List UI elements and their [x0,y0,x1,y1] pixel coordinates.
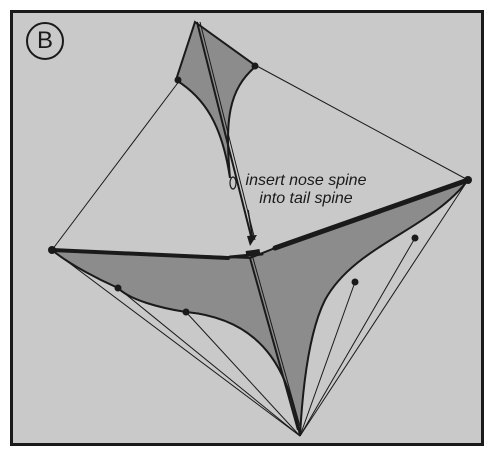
node-nose-left [174,76,182,84]
bridle-line-nose-right [254,64,469,181]
node-right-tip [464,176,472,184]
bridle-line-right-tip [299,179,469,437]
leading-edge-right [272,177,471,251]
node-left-tip [48,246,56,254]
bridle-line-nose-left [51,79,181,251]
node-trailing-2 [182,308,190,316]
node-trailing-3 [351,278,359,286]
annotation-line-1: insert nose spine [245,172,367,189]
spine-ring [229,176,237,190]
bridle-line-2 [185,311,301,437]
nose-spine [196,21,253,241]
panel-label: B [26,22,64,60]
nose-spine-inner [199,21,256,241]
spine-connector [245,249,261,257]
spine [196,21,302,431]
tail-sail [49,177,471,437]
node-nose-right [251,62,259,70]
node-trailing-1 [114,284,122,292]
leading-edge-left [50,248,230,260]
bridle-line-left-tip [51,249,301,437]
node-trailing-4 [411,234,419,242]
bridle-line-3 [299,281,356,437]
bridle-line-1 [117,287,301,437]
assembly-annotation: insert nose spine into tail spine [226,172,386,208]
bridle-lines [51,64,469,437]
annotation-line-2: into tail spine [259,190,353,207]
attachment-points [48,62,472,316]
tail-spine-inner [252,257,302,431]
bridle-line-4 [299,237,416,437]
insert-arrow-head [247,235,257,246]
insert-arrow-line [247,209,254,241]
tail-spine [249,257,299,431]
